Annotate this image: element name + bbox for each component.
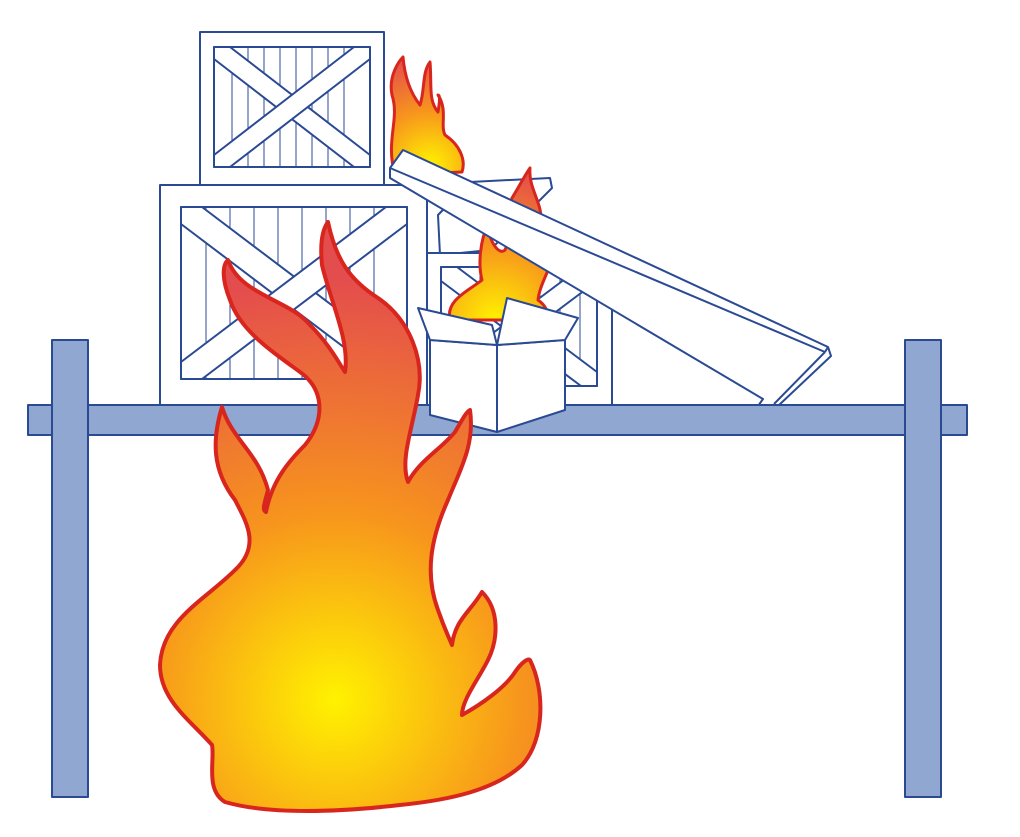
shelf-post-right [904,339,942,798]
cardboard-box [417,297,579,433]
shelf-post-left [51,339,89,798]
flame-large [158,220,543,813]
crate-top [199,31,385,186]
flame-top [389,55,465,177]
